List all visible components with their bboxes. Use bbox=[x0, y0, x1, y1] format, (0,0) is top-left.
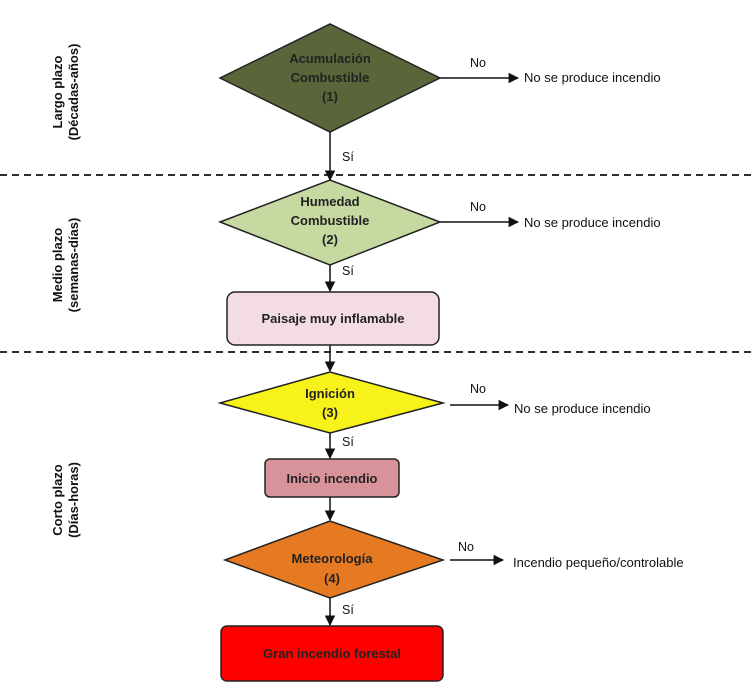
no-label-2: No bbox=[470, 200, 486, 214]
decision-2-label-line2: Combustible bbox=[291, 213, 370, 228]
decision-2-label-line3: (2) bbox=[322, 232, 338, 247]
yes-label-3: Sí bbox=[342, 435, 354, 449]
box-fire-start-label: Inicio incendio bbox=[286, 471, 377, 486]
decision-3-label-line1: Ignición bbox=[305, 386, 355, 401]
no-label-3: No bbox=[470, 382, 486, 396]
decision-1-label-line1: Acumulación bbox=[289, 51, 371, 66]
box-fire-start bbox=[264, 458, 400, 498]
outcome-2: No se produce incendio bbox=[524, 215, 661, 230]
decision-3-diamond bbox=[217, 371, 446, 434]
svg-text:Largo plazo: Largo plazo bbox=[50, 55, 65, 128]
decision-4-label-line2: (4) bbox=[324, 571, 340, 586]
decision-3-label-line2: (3) bbox=[322, 405, 338, 420]
svg-text:(Décadas-años): (Décadas-años) bbox=[66, 44, 81, 141]
yes-label-4: Sí bbox=[342, 603, 354, 617]
phase-label-medium-term: Medio plazo (semanas-días) bbox=[50, 218, 81, 313]
box-large-forest-fire bbox=[220, 625, 444, 682]
yes-label-2: Sí bbox=[342, 264, 354, 278]
svg-text:(Días-horas): (Días-horas) bbox=[66, 462, 81, 538]
box-flammable-landscape bbox=[226, 291, 440, 346]
box-large-forest-fire-label: Gran incendio forestal bbox=[263, 646, 401, 661]
box-flammable-landscape-label: Paisaje muy inflamable bbox=[261, 311, 404, 326]
svg-text:Corto plazo: Corto plazo bbox=[50, 464, 65, 536]
decision-1-label-line3: (1) bbox=[322, 89, 338, 104]
yes-label-1: Sí bbox=[342, 150, 354, 164]
svg-text:Medio plazo: Medio plazo bbox=[50, 228, 65, 302]
decision-1-label-line2: Combustible bbox=[291, 70, 370, 85]
decision-4-label-line1: Meteorología bbox=[292, 551, 374, 566]
outcome-1: No se produce incendio bbox=[524, 70, 661, 85]
decision-2-label-line1: Humedad bbox=[300, 194, 359, 209]
no-label-4: No bbox=[458, 540, 474, 554]
outcome-3: No se produce incendio bbox=[514, 401, 651, 416]
phase-label-short-term: Corto plazo (Días-horas) bbox=[50, 462, 81, 538]
svg-text:(semanas-días): (semanas-días) bbox=[66, 218, 81, 313]
no-label-1: No bbox=[470, 56, 486, 70]
phase-label-long-term: Largo plazo (Décadas-años) bbox=[50, 44, 81, 141]
outcome-4: Incendio pequeño/controlable bbox=[513, 555, 684, 570]
decision-4-diamond bbox=[222, 520, 446, 599]
